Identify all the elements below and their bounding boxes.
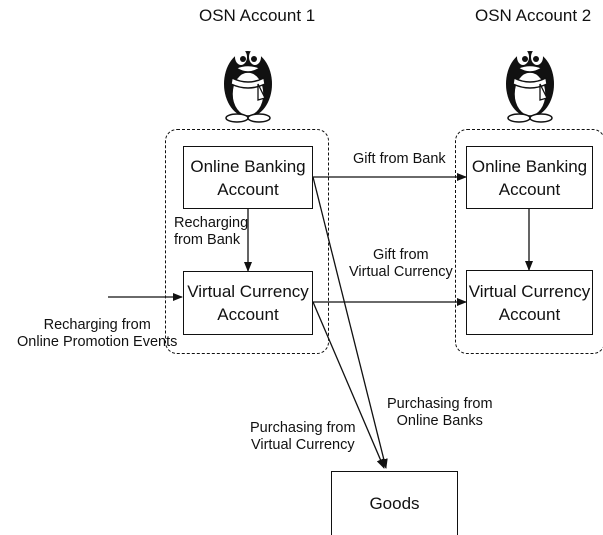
arrow-bank1-to-goods [312,176,388,469]
osn-account-2-group [455,129,603,354]
osn-account-1-group [165,129,329,354]
osn-account-2-title: OSN Account 2 [475,6,592,25]
osn-account-1-title: OSN Account 1 [199,6,316,25]
goods-box: Goods [331,471,458,535]
penguin-icon [224,49,272,123]
arrow-vc1-to-goods [312,301,385,469]
penguin-icon [506,49,554,123]
gift-from-bank-label: Gift from Bank [353,151,446,167]
